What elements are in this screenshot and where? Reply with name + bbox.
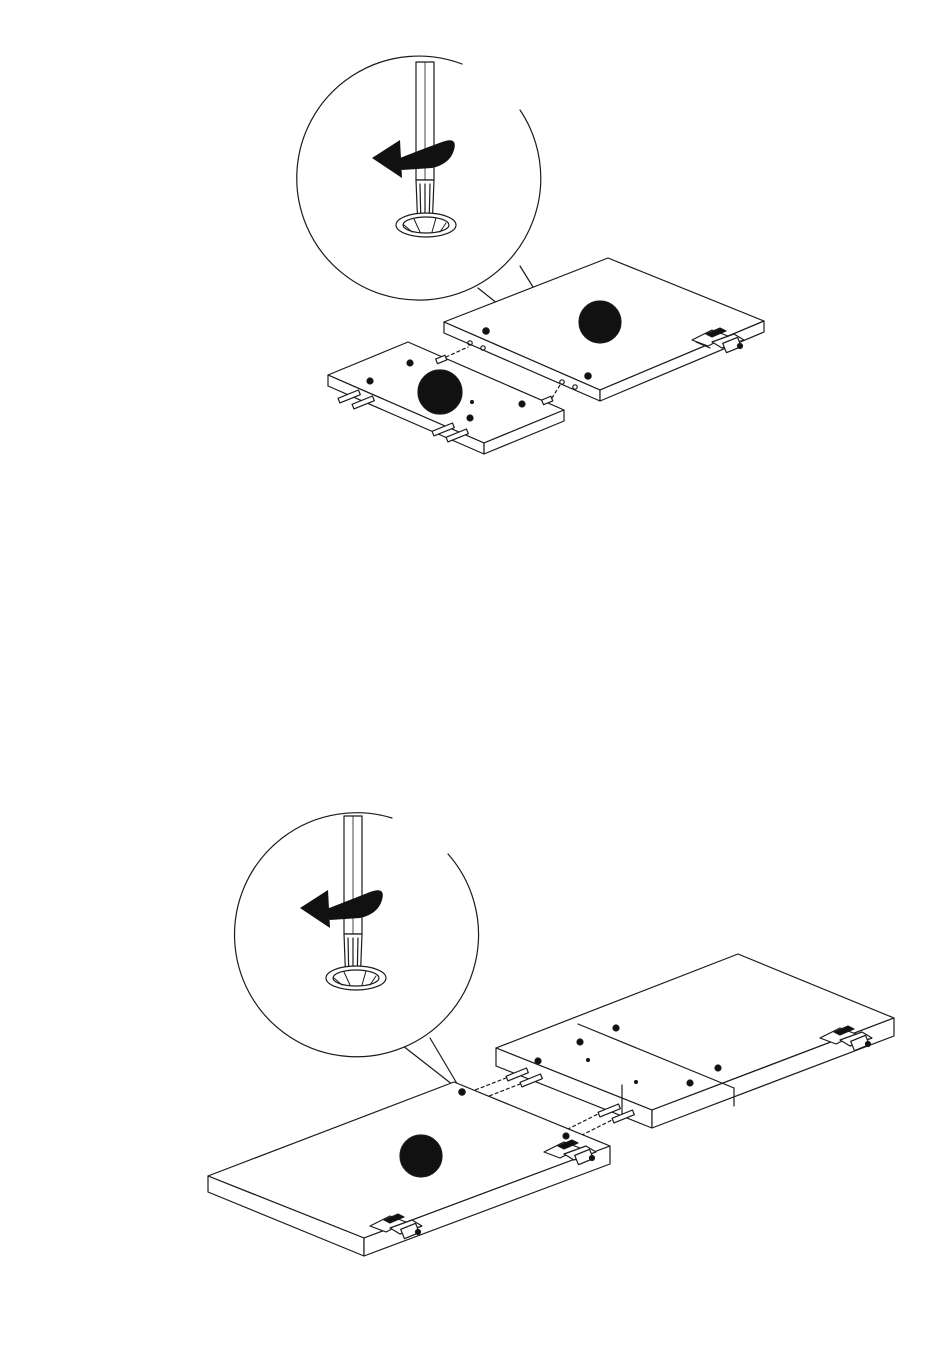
cam-lock-icon: [326, 966, 386, 990]
part-marker-a: [579, 301, 621, 343]
assembly-step-1: [0, 0, 950, 560]
magnifier-detail: [235, 813, 479, 1057]
part-marker-b: [418, 370, 462, 414]
cam-lock-icon: [396, 213, 456, 237]
magnifier-detail: [297, 56, 541, 300]
part-marker-c: [400, 1135, 442, 1177]
assembly-step-2: [0, 780, 950, 1369]
